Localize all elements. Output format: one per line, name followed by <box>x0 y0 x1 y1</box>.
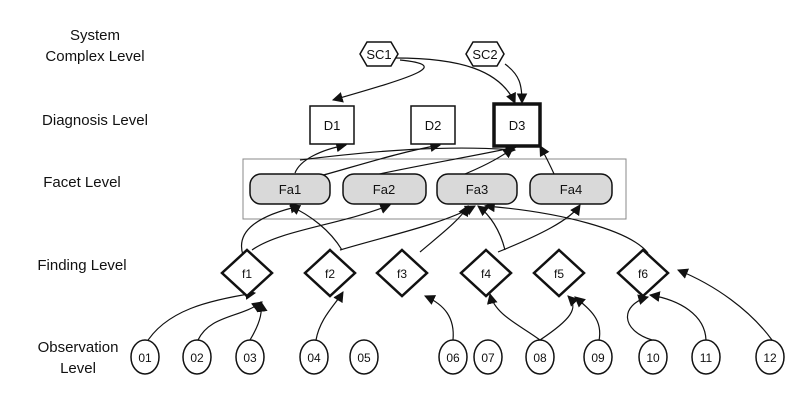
edge-f2-fa1 <box>289 205 343 251</box>
node-f1[interactable]: f1 <box>220 248 274 298</box>
edge-o4-f2 <box>315 291 344 341</box>
node-sc1[interactable]: SC1 <box>359 41 399 67</box>
finding-nodes: f1 f2 f3 f4 f5 f6 <box>220 248 670 298</box>
system-complex-nodes: SC1 SC2 <box>359 41 505 67</box>
node-o01-label: 01 <box>138 351 152 365</box>
edge-o12-f6 <box>676 268 773 341</box>
node-d2-label: D2 <box>425 118 442 133</box>
node-o07-label: 07 <box>481 351 495 365</box>
edge-f4-fa4 <box>497 204 581 253</box>
node-fa4-label: Fa4 <box>560 182 582 197</box>
node-fa3[interactable]: Fa3 <box>436 173 518 205</box>
node-fa2[interactable]: Fa2 <box>342 173 427 205</box>
node-o09-label: 09 <box>591 351 605 365</box>
edge-f6-fa3 <box>483 201 649 254</box>
node-f6[interactable]: f6 <box>616 248 670 298</box>
node-f2-label: f2 <box>325 267 335 281</box>
node-o12-label: 12 <box>763 351 777 365</box>
facet-group-box <box>242 158 627 220</box>
node-o06[interactable]: 06 <box>438 339 468 375</box>
node-o05[interactable]: 05 <box>349 339 379 375</box>
node-o03-label: 03 <box>243 351 257 365</box>
node-f2[interactable]: f2 <box>303 248 357 298</box>
node-d3-label: D3 <box>509 118 526 133</box>
node-sc1-label: SC1 <box>366 47 391 62</box>
node-o05-label: 05 <box>357 351 371 365</box>
system-level-label-line1: System <box>70 27 120 44</box>
node-o12[interactable]: 12 <box>755 339 785 375</box>
edge-sc1-d1 <box>331 59 425 103</box>
edge-o6-f3 <box>424 295 454 341</box>
node-f3-label: f3 <box>397 267 407 281</box>
edge-o2-f1 <box>197 301 263 341</box>
edge-sc2-d3 <box>504 63 528 105</box>
node-fa3-label: Fa3 <box>466 182 488 197</box>
edge-o11-f6 <box>648 291 707 341</box>
observation-nodes: 01 02 03 04 05 06 07 08 <box>130 339 785 375</box>
edge-o1-f1 <box>144 289 257 346</box>
node-o06-label: 06 <box>446 351 460 365</box>
node-f5-label: f5 <box>554 267 564 281</box>
node-f5[interactable]: f5 <box>532 248 586 298</box>
node-fa2-label: Fa2 <box>373 182 395 197</box>
facet-level-label: Facet Level <box>43 174 121 191</box>
node-o09[interactable]: 09 <box>583 339 613 375</box>
node-fa1[interactable]: Fa1 <box>249 173 331 205</box>
node-o04[interactable]: 04 <box>299 339 329 375</box>
hexagon-shape <box>465 41 505 67</box>
node-d3[interactable]: D3 <box>492 102 542 148</box>
diagnosis-nodes: D1 D2 D3 <box>309 102 542 148</box>
finding-level-label: Finding Level <box>37 257 126 274</box>
node-o08-label: 08 <box>533 351 547 365</box>
node-o04-label: 04 <box>307 351 321 365</box>
node-o11-label: 11 <box>700 351 713 365</box>
facet-nodes: Fa1 Fa2 Fa3 Fa4 <box>249 173 613 205</box>
edge-o8-f4 <box>487 292 541 341</box>
node-f3[interactable]: f3 <box>375 248 429 298</box>
edge-fa4-d3 <box>539 145 556 177</box>
node-o10-label: 10 <box>646 351 660 365</box>
edge-f4-fa3 <box>477 205 506 251</box>
edge-fa3-d3 <box>459 147 514 177</box>
node-o11[interactable]: 11 <box>691 339 721 375</box>
system-level-label-line2: Complex Level <box>45 48 144 65</box>
node-f6-label: f6 <box>638 267 648 281</box>
node-fa1-label: Fa1 <box>279 182 301 197</box>
node-f1-label: f1 <box>242 267 252 281</box>
edge-f2-fa3 <box>339 205 476 251</box>
node-o01[interactable]: 01 <box>130 339 160 375</box>
observation-level-label-line1: Observation <box>38 339 119 356</box>
level-labels: System Complex Level Diagnosis Level Fac… <box>37 27 148 377</box>
node-d1[interactable]: D1 <box>309 105 355 145</box>
node-fa4[interactable]: Fa4 <box>529 173 613 205</box>
edge-fa1-d1 <box>294 141 348 174</box>
diagnosis-level-label: Diagnosis Level <box>42 112 148 129</box>
node-f4[interactable]: f4 <box>459 248 513 298</box>
node-o10[interactable]: 10 <box>638 339 668 375</box>
edge-f1-fa2 <box>251 203 392 251</box>
edge-o10-f6 <box>626 294 653 341</box>
hexagon-shape <box>359 41 399 67</box>
edge-o9-f5 <box>574 296 601 346</box>
node-o08[interactable]: 08 <box>525 339 555 375</box>
node-d2[interactable]: D2 <box>410 105 456 145</box>
edge-f3-fa3 <box>419 205 469 253</box>
observation-level-label-line2: Level <box>60 360 96 377</box>
edge-sc1-d3 <box>394 57 516 104</box>
node-f4-label: f4 <box>481 267 491 281</box>
edges <box>144 57 773 346</box>
node-o07[interactable]: 07 <box>473 339 503 375</box>
node-o02-label: 02 <box>190 351 204 365</box>
node-d1-label: D1 <box>324 118 341 133</box>
node-o02[interactable]: 02 <box>182 339 212 375</box>
edge-o8-f5 <box>539 295 579 341</box>
edge-f1-fa1 <box>240 202 302 256</box>
node-sc2-label: SC2 <box>472 47 497 62</box>
node-sc2[interactable]: SC2 <box>465 41 505 67</box>
edge-fa2-d2 <box>319 141 442 177</box>
edge-fa1-d3 <box>299 143 517 161</box>
node-o03[interactable]: 03 <box>235 339 265 375</box>
edge-o3-f1 <box>249 300 268 341</box>
